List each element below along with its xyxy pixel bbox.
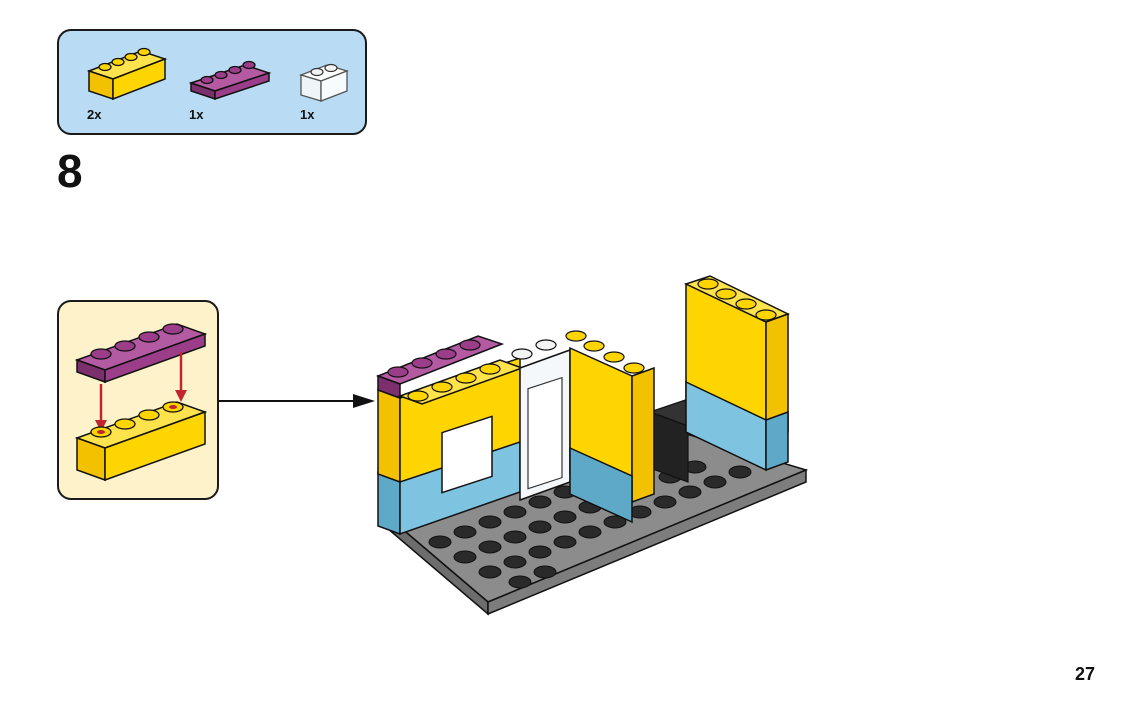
sub-assembly-callout <box>57 300 219 500</box>
step-number: 8 <box>57 145 83 197</box>
magenta-plate-1x4-icon <box>187 55 273 103</box>
sub-assembly-illustration <box>74 323 208 482</box>
yellow-brick-1x4-icon <box>85 43 169 103</box>
callout-arrow <box>219 394 375 408</box>
qty-label: 1x <box>189 107 204 122</box>
transparent-brick-1x2-icon <box>297 59 357 107</box>
qty-label: 1x <box>300 107 315 122</box>
page-number: 27 <box>1074 664 1095 684</box>
parts-list-panel: 2x 1x 1x <box>57 29 367 135</box>
main-build-illustration <box>375 275 809 616</box>
qty-label: 2x <box>87 107 102 122</box>
